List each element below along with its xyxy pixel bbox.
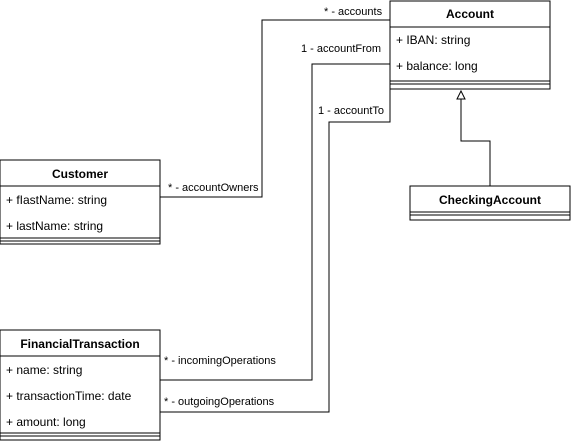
attr-first-name: + fIastName: string bbox=[6, 193, 107, 207]
attr-iban: + IBAN: string bbox=[396, 33, 470, 47]
label-account-from: 1 - accountFrom bbox=[301, 43, 381, 55]
class-financial-transaction[interactable]: FinancialTransaction + name: string + tr… bbox=[0, 329, 161, 441]
attr-amount: + amount: long bbox=[6, 415, 86, 429]
label-account-owners: * - accountOwners bbox=[168, 182, 259, 194]
attr-transaction-time: + transactionTime: date bbox=[6, 389, 132, 403]
class-financial-transaction-name: FinancialTransaction bbox=[20, 337, 139, 351]
class-customer[interactable]: Customer + fIastName: string + lastName:… bbox=[0, 159, 161, 245]
class-checking-account[interactable]: CheckingAccount bbox=[409, 185, 571, 221]
generalization-arrowhead bbox=[456, 89, 466, 100]
label-accounts: * - accounts bbox=[324, 6, 383, 18]
label-account-to: 1 - accountTo bbox=[318, 105, 384, 117]
connector-generalization bbox=[460, 98, 491, 186]
class-customer-name: Customer bbox=[52, 167, 108, 181]
attr-balance: + balance: long bbox=[396, 59, 478, 73]
connector-accounts bbox=[160, 19, 390, 198]
class-checking-account-name: CheckingAccount bbox=[439, 193, 541, 207]
class-account[interactable]: Account + IBAN: string + balance: long bbox=[389, 0, 551, 90]
class-account-name: Account bbox=[446, 7, 494, 21]
attr-name: + name: string bbox=[6, 363, 82, 377]
label-incoming-operations: * - incomingOperations bbox=[164, 355, 276, 367]
label-outgoing-operations: * - outgoingOperations bbox=[164, 396, 275, 408]
connector-account-to bbox=[160, 60, 391, 413]
attr-last-name: + lastName: string bbox=[6, 219, 103, 233]
